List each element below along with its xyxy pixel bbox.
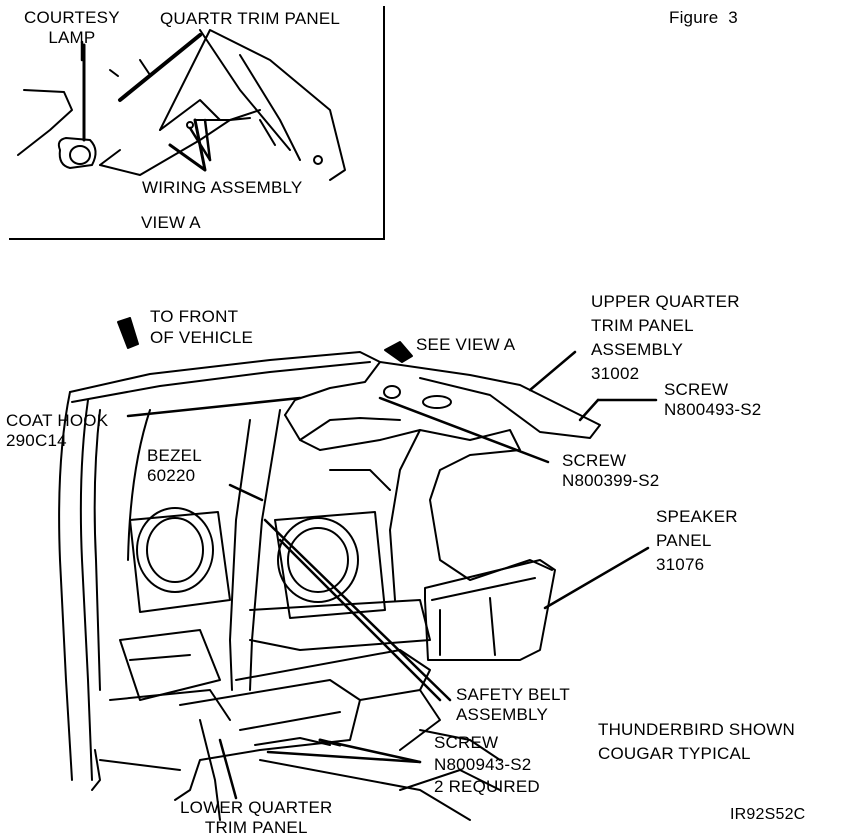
screw-n800399-label: SCREW N800399-S2 xyxy=(562,451,660,490)
see-view-a-label: SEE VIEW A xyxy=(416,335,516,354)
see-view-a-arrow-icon xyxy=(384,341,413,363)
figure-title: Figure 3 xyxy=(669,8,738,27)
screw-n800943-label: SCREW N800943-S2 2 REQUIRED xyxy=(434,733,540,796)
main-assembly-drawing xyxy=(58,317,601,821)
courtesy-lamp-label: COURTESY LAMP xyxy=(24,8,120,47)
safety-belt-label: SAFETY BELT ASSEMBLY xyxy=(456,685,570,724)
view-a-inset-frame xyxy=(9,6,385,240)
wiring-assembly-label: WIRING ASSEMBLY xyxy=(142,178,303,197)
inset-drawing xyxy=(17,29,346,181)
model-note-label: THUNDERBIRD SHOWN COUGAR TYPICAL xyxy=(598,720,796,763)
to-front-arrow-icon xyxy=(117,317,139,349)
quarter-trim-panel-label: QUARTR TRIM PANEL xyxy=(160,9,341,28)
upper-quarter-trim-label: UPPER QUARTER TRIM PANEL ASSEMBLY 31002 xyxy=(591,292,740,383)
drawing-code: IR92S52C xyxy=(730,806,806,823)
screw-n800493-label: SCREW N800493-S2 xyxy=(664,380,762,419)
view-a-label: VIEW A xyxy=(141,213,201,232)
leader-lines xyxy=(80,40,658,800)
to-front-label: TO FRONT OF VEHICLE xyxy=(150,307,254,347)
lower-quarter-trim-label: LOWER QUARTER TRIM PANEL xyxy=(180,798,333,837)
speaker-panel-label: SPEAKER PANEL 31076 xyxy=(656,507,738,574)
coat-hook-label: COAT HOOK 290C14 xyxy=(6,411,109,450)
bezel-label: BEZEL 60220 xyxy=(147,446,202,485)
